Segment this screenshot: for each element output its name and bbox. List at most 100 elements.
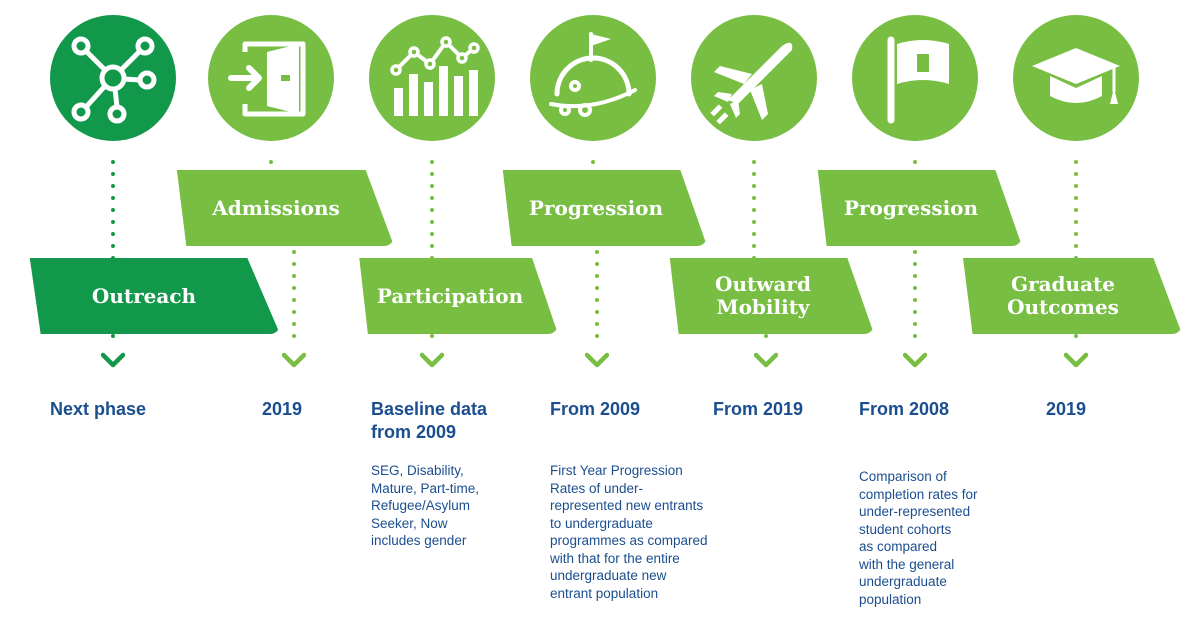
step-5-banner-label: Outward Mobility: [715, 272, 811, 319]
step-4-banner-label: Progression: [528, 195, 664, 220]
connector-dot: [764, 334, 768, 338]
connector-dot: [430, 160, 434, 164]
connector-dot: [913, 274, 917, 278]
step-5-banner: Outward Mobility: [652, 258, 874, 334]
chevron-down-icon: [903, 352, 927, 368]
connector-dot: [111, 172, 115, 176]
connector-dot: [292, 310, 296, 314]
connector-dot: [430, 232, 434, 236]
connector-dot: [430, 172, 434, 176]
connector-dot: [292, 250, 296, 254]
step-7-heading: 2019: [1046, 399, 1087, 419]
chevron-down-icon: [1064, 352, 1088, 368]
graduation-cap-icon: [1032, 48, 1120, 104]
connector-dot: [752, 220, 756, 224]
connector-dot: [752, 184, 756, 188]
step-3-connector: [430, 160, 434, 260]
step-3-connector-lower: [430, 334, 434, 346]
connector-dot: [430, 208, 434, 212]
connector-dot: [913, 322, 917, 326]
chevron-down-icon: [101, 352, 125, 368]
connector-dot: [1074, 184, 1078, 188]
step-1-connector: [111, 160, 115, 260]
connector-dot: [292, 334, 296, 338]
connector-dot: [430, 184, 434, 188]
connector-dot: [111, 334, 115, 338]
connector-dot: [430, 196, 434, 200]
step-3-banner: Participation: [342, 258, 558, 334]
connector-dot: [292, 322, 296, 326]
connector-dot: [111, 232, 115, 236]
connector-dot: [595, 322, 599, 326]
connector-dot: [111, 160, 115, 164]
connector-dot: [292, 274, 296, 278]
connector-dot: [595, 274, 599, 278]
connector-dot: [752, 172, 756, 176]
connector-dot: [913, 160, 917, 164]
planet-flag-icon: [549, 32, 637, 117]
connector-dot: [1074, 172, 1078, 176]
step-4-heading: From 2009: [550, 399, 641, 419]
connector-dot: [292, 262, 296, 266]
step-1-circle: [50, 15, 176, 141]
connector-dot: [292, 298, 296, 302]
connector-dot: [1074, 220, 1078, 224]
step-7-connector-lower: [1074, 334, 1078, 346]
step-4-connector-top: [591, 160, 595, 172]
connector-dot: [595, 250, 599, 254]
connector-dot: [430, 220, 434, 224]
step-6-connector-top: [913, 160, 917, 172]
connector-dot: [913, 298, 917, 302]
connector-dot: [752, 196, 756, 200]
connector-dot: [913, 250, 917, 254]
step-2-connector: [292, 250, 296, 346]
step-1-banner: Outreach: [8, 258, 280, 334]
step-1-banner-label: Outreach: [91, 283, 197, 308]
connector-dot: [111, 196, 115, 200]
connector-dot: [1074, 208, 1078, 212]
connector-dot: [752, 208, 756, 212]
connector-dot: [595, 286, 599, 290]
connector-dot: [913, 310, 917, 314]
step-1-connector-lower: [111, 334, 115, 346]
step-1-heading: Next phase: [50, 399, 147, 419]
step-2-circle: [208, 15, 334, 141]
step-3-detail: SEG, Disability, Mature, Part-time, Refu…: [371, 463, 480, 549]
connector-dot: [292, 286, 296, 290]
connector-dot: [595, 262, 599, 266]
connector-dot: [430, 244, 434, 248]
connector-dot: [591, 160, 595, 164]
connector-dot: [913, 334, 917, 338]
connector-dot: [1074, 196, 1078, 200]
connector-dot: [913, 262, 917, 266]
step-4-banner: Progression: [485, 170, 707, 246]
step-7-banner: Graduate Outcomes: [944, 258, 1182, 334]
connector-dot: [595, 298, 599, 302]
step-2-heading: 2019: [262, 399, 303, 419]
airplane-icon: [710, 42, 793, 125]
step-6-banner-label: Progression: [843, 195, 979, 220]
step-3-circle: [369, 15, 495, 141]
step-3-heading: Baseline data from 2009: [371, 399, 488, 443]
connector-dot: [1074, 334, 1078, 338]
door-entry-icon: [228, 41, 306, 117]
step-6-detail: Comparison of completion rates for under…: [859, 469, 978, 607]
connector-dot: [269, 160, 273, 164]
chevron-down-icon: [420, 352, 444, 368]
step-4-detail: First Year Progression Rates of under- r…: [550, 463, 708, 601]
step-5-circle: [691, 15, 817, 141]
step-5-connector: [752, 160, 756, 260]
connector-dot: [111, 184, 115, 188]
network-hub-icon: [71, 36, 157, 124]
connector-dot: [595, 310, 599, 314]
connector-dot: [1074, 232, 1078, 236]
connector-dot: [752, 232, 756, 236]
chevron-down-icon: [282, 352, 306, 368]
chevron-down-icon: [754, 352, 778, 368]
step-6-banner: Progression: [800, 170, 1022, 246]
connector-dot: [1074, 160, 1078, 164]
step-2-banner-label: Admissions: [212, 195, 340, 220]
connector-dot: [913, 286, 917, 290]
step-6-circle: [852, 15, 978, 141]
